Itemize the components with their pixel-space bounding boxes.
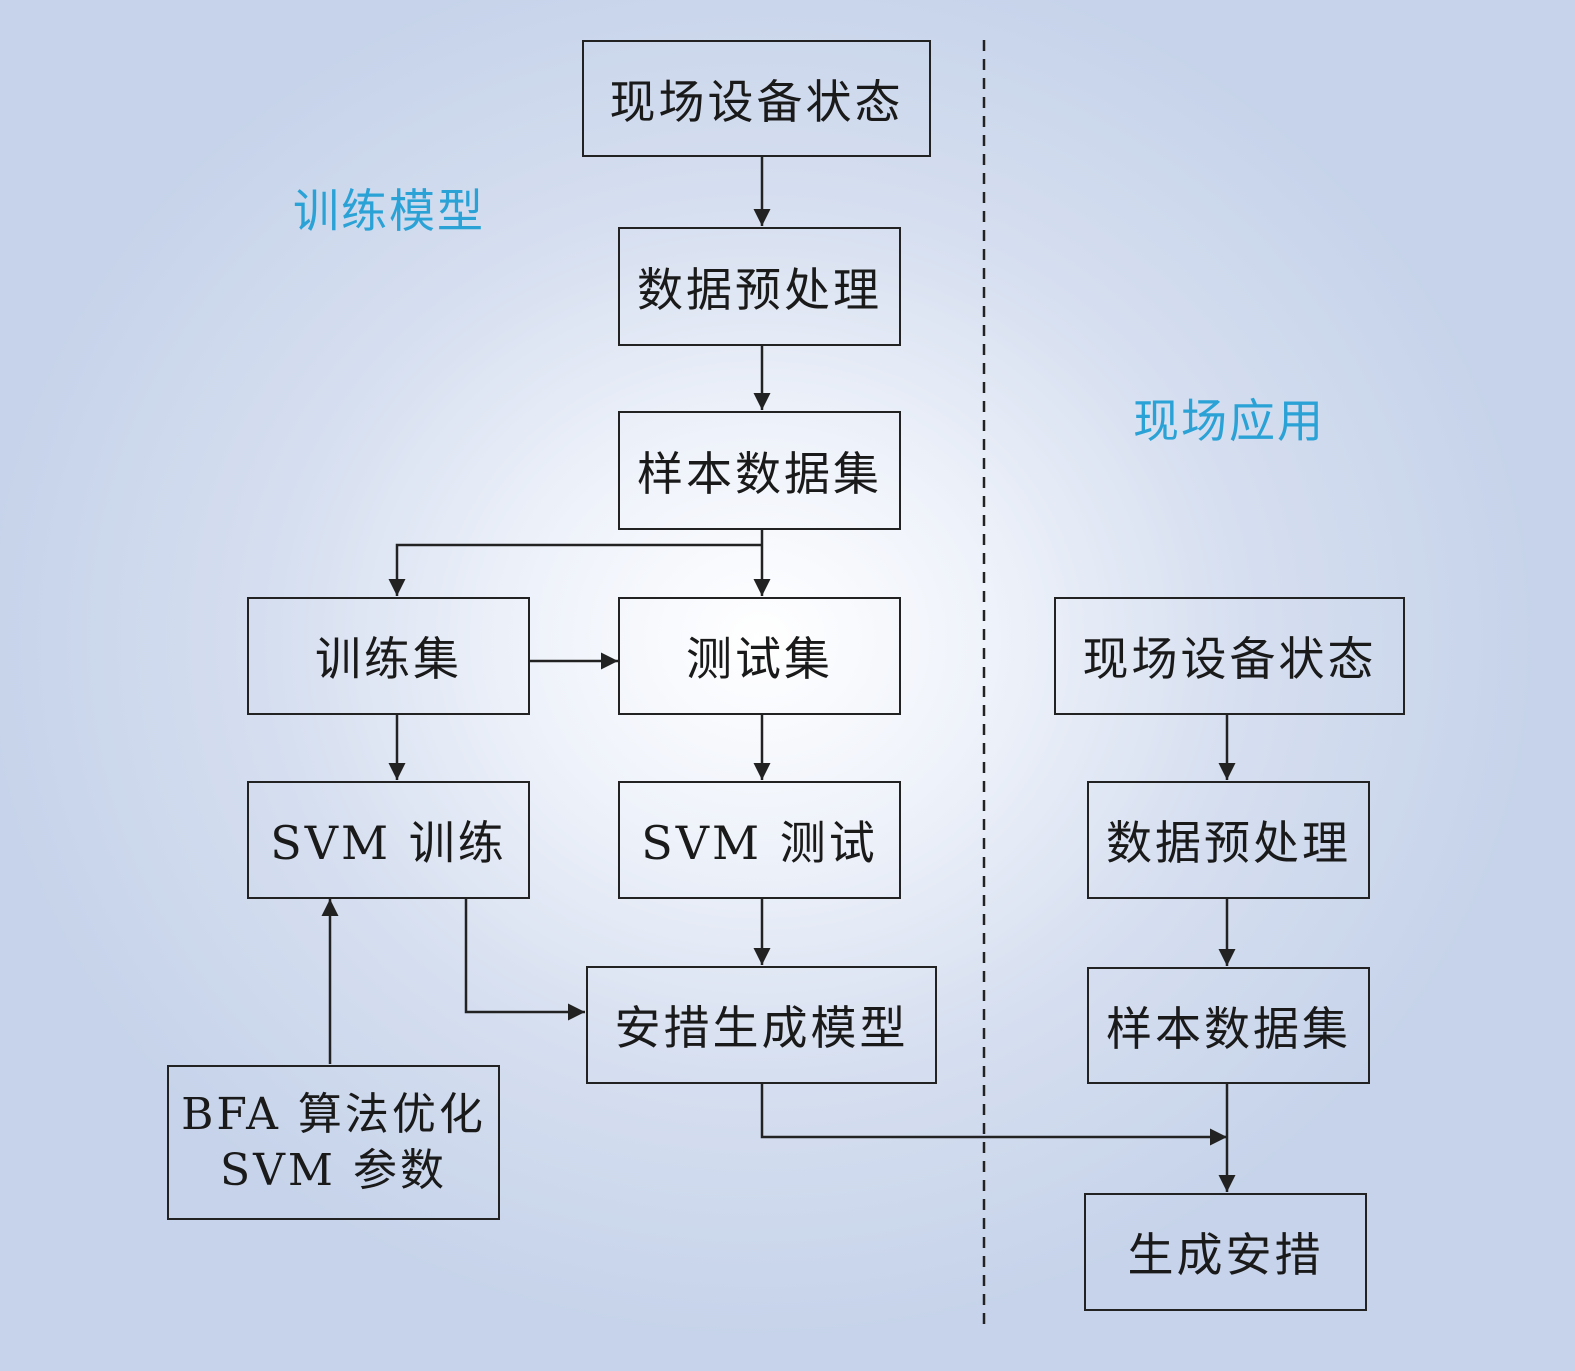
node-bfa-optimization: BFA 算法优化 SVM 参数	[167, 1065, 500, 1220]
node-field-device-status: 现场设备状态	[582, 40, 931, 157]
section-label-application: 现场应用	[1133, 394, 1325, 448]
arrow-sample-to-train-set	[388, 543, 762, 596]
node-app-field-device-status: 现场设备状态	[1054, 597, 1405, 715]
arrow-svm-train-to-model	[464, 899, 585, 1021]
node-training-set: 训练集	[247, 597, 530, 715]
node-app-data-preprocessing: 数据预处理	[1087, 781, 1370, 899]
node-app-sample-dataset: 样本数据集	[1087, 967, 1370, 1084]
arrow-model-to-generate	[760, 1084, 1227, 1146]
node-generate-measures: 生成安措	[1084, 1193, 1367, 1311]
bfa-line-2: SVM 参数	[220, 1144, 447, 1196]
node-svm-training: SVM 训练	[247, 781, 530, 899]
node-sample-dataset: 样本数据集	[618, 411, 901, 530]
bfa-line-1: BFA 算法优化	[181, 1088, 486, 1140]
node-data-preprocessing: 数据预处理	[618, 227, 901, 346]
node-test-set: 测试集	[618, 597, 901, 715]
node-svm-testing: SVM 测试	[618, 781, 901, 899]
section-label-training: 训练模型	[293, 184, 485, 238]
node-measure-generation-model: 安措生成模型	[586, 966, 937, 1084]
